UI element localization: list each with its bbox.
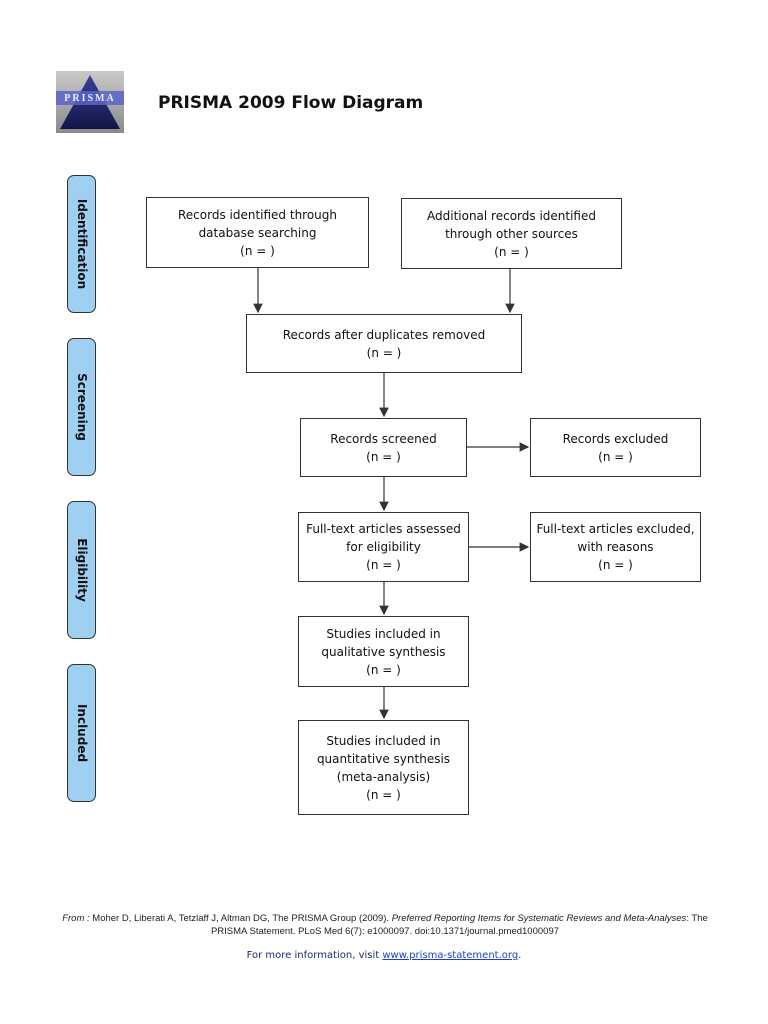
box-records-identified: Records identified through database sear… xyxy=(146,197,369,268)
box-fulltext-excluded: Full-text articles excluded, with reason… xyxy=(530,512,701,582)
box-records-screened: Records screened (n = ) xyxy=(300,418,467,477)
more-info-prefix: For more information, visit xyxy=(246,950,383,961)
prisma-logo: PRISMA xyxy=(56,71,124,133)
box-records-excluded: Records excluded (n = ) xyxy=(530,418,701,477)
phase-label: Eligibility xyxy=(74,538,89,602)
box-fulltext-assessed: Full-text articles assessed for eligibil… xyxy=(298,512,469,582)
phase-label: Identification xyxy=(74,198,89,290)
more-info: For more information, visit www.prisma-s… xyxy=(0,950,768,961)
box-quantitative-synthesis: Studies included in quantitative synthes… xyxy=(298,720,469,815)
phase-included: Included xyxy=(67,664,96,802)
more-info-suffix: . xyxy=(518,950,522,961)
prisma-website-link[interactable]: www.prisma-statement.org xyxy=(382,950,519,961)
citation-authors: Moher D, Liberati A, Tetzlaff J, Altman … xyxy=(89,913,392,924)
phase-identification: Identification xyxy=(67,175,96,313)
citation-from-label: From : xyxy=(62,913,90,924)
phase-eligibility: Eligibility xyxy=(67,501,96,639)
page-title: PRISMA 2009 Flow Diagram xyxy=(158,93,424,113)
citation: From : Moher D, Liberati A, Tetzlaff J, … xyxy=(60,912,710,938)
box-qualitative-synthesis: Studies included in qualitative synthesi… xyxy=(298,616,469,687)
phase-label: Screening xyxy=(74,373,89,441)
phase-label: Included xyxy=(74,703,89,763)
phase-screening: Screening xyxy=(67,338,96,476)
citation-title: Preferred Reporting Items for Systematic… xyxy=(391,913,687,924)
citation-source: : The PRISMA Statement. PLoS Med 6(7): e… xyxy=(210,913,708,937)
logo-text: PRISMA xyxy=(64,93,116,104)
prisma-triangle-icon xyxy=(56,75,124,129)
box-additional-records: Additional records identified through ot… xyxy=(401,198,622,269)
box-duplicates-removed: Records after duplicates removed (n = ) xyxy=(246,314,522,373)
